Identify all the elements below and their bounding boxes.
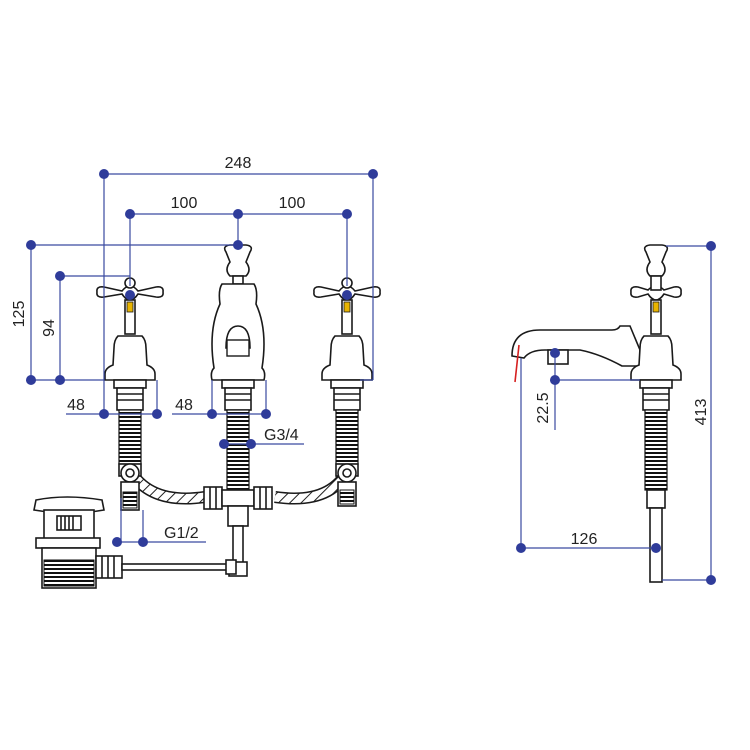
dim-spout-reach: 126 [571,531,598,548]
left-tap-body [104,335,156,381]
side-view [511,244,682,583]
right-tap [313,277,381,507]
dim-body-left: 48 [67,397,85,414]
side-spout [511,325,641,367]
center-spout [203,244,273,577]
spout-body [210,283,266,381]
dim-center-right: 100 [279,195,306,212]
dim-side-clearance: 22.5 [535,392,552,423]
dim-body-center: 48 [175,397,193,414]
dimension-lines [26,169,716,585]
left-tap [96,277,164,511]
dim-center-left: 100 [171,195,198,212]
dimension-labels: 248 100 100 125 94 48 48 G3/4 G1/2 22.5 … [11,155,710,548]
dim-height-handle: 94 [41,319,58,337]
pop-up-knob [223,244,253,277]
dim-height-spout: 125 [11,301,28,328]
front-view [33,244,381,589]
right-tap-body [321,335,373,381]
dim-thread-side: G1/2 [164,525,199,542]
dim-total-height: 413 [693,399,710,426]
dim-thread-center: G3/4 [264,427,299,444]
pop-up-waste [33,496,237,589]
dim-overall-width: 248 [225,155,252,172]
